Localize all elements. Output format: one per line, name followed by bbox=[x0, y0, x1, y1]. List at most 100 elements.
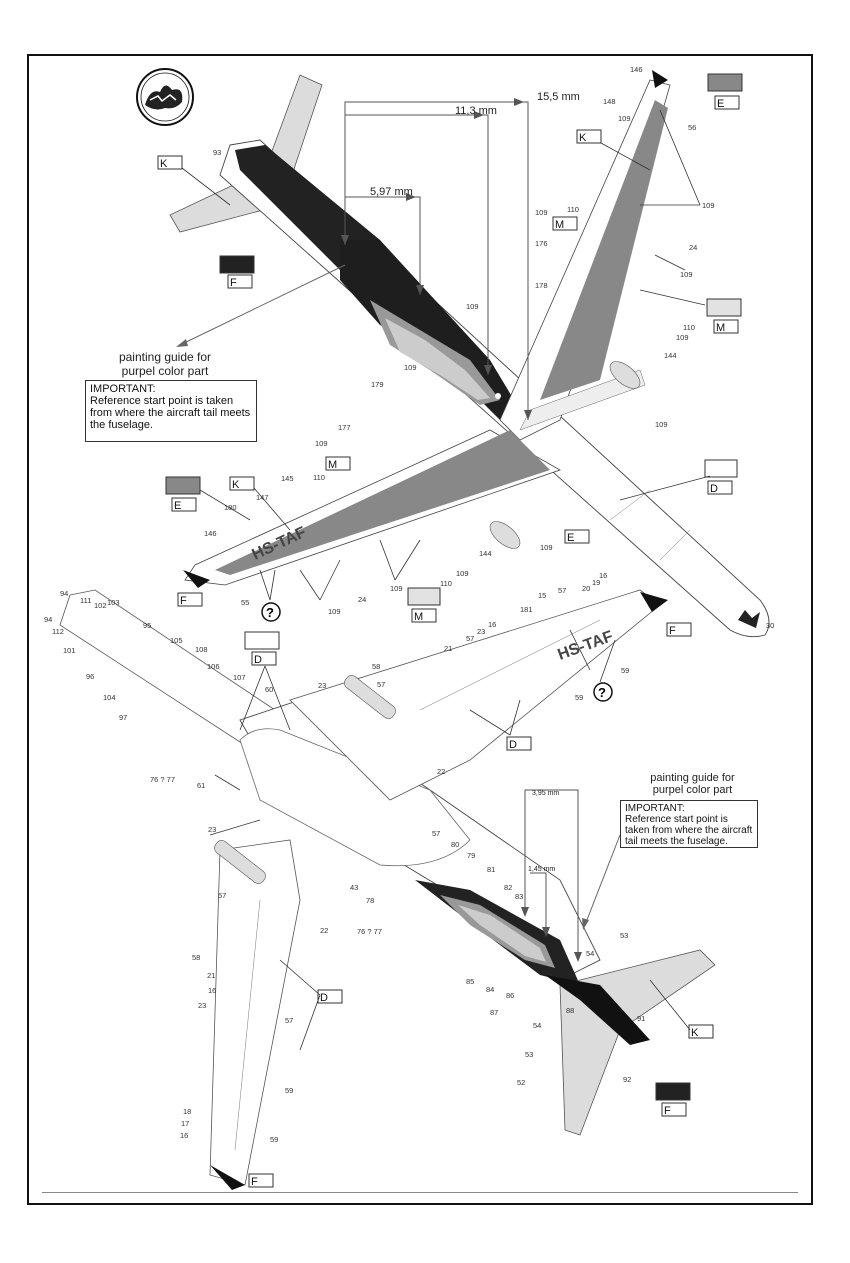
painting-guide-bottom: painting guide for purpel color part bbox=[640, 772, 745, 796]
svg-text:M: M bbox=[414, 611, 423, 623]
svg-text:58: 58 bbox=[372, 662, 380, 671]
svg-text:111: 111 bbox=[80, 596, 91, 605]
svg-text:K: K bbox=[160, 158, 168, 170]
svg-text:D: D bbox=[710, 483, 718, 495]
svg-text:17: 17 bbox=[181, 1119, 189, 1128]
important-top-body: Reference start point is taken from wher… bbox=[90, 395, 251, 431]
svg-text:105: 105 bbox=[170, 636, 183, 645]
svg-text:109: 109 bbox=[618, 114, 631, 123]
svg-text:147: 147 bbox=[256, 493, 269, 502]
svg-text:109: 109 bbox=[404, 363, 417, 372]
svg-text:82: 82 bbox=[504, 883, 512, 892]
svg-text:78: 78 bbox=[366, 896, 374, 905]
svg-text:110: 110 bbox=[567, 205, 579, 214]
svg-text:?: ? bbox=[266, 605, 274, 620]
svg-text:88: 88 bbox=[566, 1006, 574, 1015]
svg-text:81: 81 bbox=[487, 865, 495, 874]
svg-text:60: 60 bbox=[265, 685, 273, 694]
svg-text:M: M bbox=[328, 459, 337, 471]
svg-text:54: 54 bbox=[586, 949, 594, 958]
svg-text:80: 80 bbox=[451, 840, 459, 849]
svg-text:19: 19 bbox=[592, 578, 600, 587]
svg-text:109: 109 bbox=[680, 270, 693, 279]
svg-text:109: 109 bbox=[540, 543, 553, 552]
svg-text:F: F bbox=[251, 1176, 258, 1188]
svg-text:109: 109 bbox=[315, 439, 328, 448]
svg-text:144: 144 bbox=[664, 351, 677, 360]
svg-text:21: 21 bbox=[207, 971, 215, 980]
svg-text:109: 109 bbox=[328, 607, 341, 616]
guide-arrow-top bbox=[179, 264, 346, 346]
svg-text:K: K bbox=[691, 1027, 699, 1039]
svg-text:86: 86 bbox=[506, 991, 514, 1000]
svg-text:109: 109 bbox=[390, 584, 403, 593]
svg-text:15: 15 bbox=[538, 591, 546, 600]
svg-text:59: 59 bbox=[575, 693, 583, 702]
svg-text:57: 57 bbox=[432, 829, 440, 838]
svg-text:97: 97 bbox=[119, 713, 127, 722]
svg-text:52: 52 bbox=[517, 1078, 525, 1087]
svg-text:144: 144 bbox=[479, 549, 492, 558]
svg-text:K: K bbox=[232, 479, 240, 491]
svg-text:109: 109 bbox=[535, 208, 548, 217]
svg-text:16: 16 bbox=[488, 620, 496, 629]
svg-text:23: 23 bbox=[198, 1001, 206, 1010]
svg-text:D: D bbox=[254, 654, 262, 666]
svg-text:104: 104 bbox=[103, 693, 116, 702]
dimension-1-45: 1,45 mm bbox=[528, 866, 555, 873]
svg-text:145: 145 bbox=[281, 474, 294, 483]
svg-text:53: 53 bbox=[620, 931, 628, 940]
svg-text:106: 106 bbox=[207, 662, 220, 671]
dimension-lines-bottom bbox=[524, 789, 579, 960]
color-key-letters: E K K F M M M D E K E F M F D D D K F F bbox=[160, 98, 725, 1188]
dimension-arrowheads-top bbox=[341, 98, 532, 420]
svg-text:146: 146 bbox=[204, 529, 217, 538]
svg-text:112: 112 bbox=[52, 627, 64, 636]
svg-text:61: 61 bbox=[197, 781, 205, 790]
guide-bottom-line2: purpel color part bbox=[652, 784, 733, 796]
important-bottom-body: Reference start point is taken from wher… bbox=[625, 814, 753, 847]
svg-text:E: E bbox=[174, 500, 181, 512]
footer-rule bbox=[42, 1192, 798, 1193]
svg-text:43: 43 bbox=[350, 883, 358, 892]
svg-text:57: 57 bbox=[377, 680, 385, 689]
important-bottom-title: IMPORTANT: bbox=[625, 803, 685, 814]
guide-top-line2: purpel color part bbox=[121, 364, 209, 378]
svg-text:107: 107 bbox=[233, 673, 246, 682]
svg-text:F: F bbox=[180, 595, 187, 607]
svg-text:179: 179 bbox=[371, 380, 384, 389]
svg-text:D: D bbox=[509, 739, 517, 751]
svg-text:93: 93 bbox=[213, 148, 221, 157]
svg-text:22: 22 bbox=[320, 926, 328, 935]
top-view-aircraft bbox=[169, 70, 770, 638]
guide-bottom-line1: painting guide for bbox=[650, 772, 735, 784]
svg-text:181: 181 bbox=[520, 605, 533, 614]
svg-text:23: 23 bbox=[477, 627, 485, 636]
color-key-flags bbox=[157, 73, 743, 1188]
dimension-lines-top bbox=[344, 101, 529, 420]
svg-text:54: 54 bbox=[533, 1021, 541, 1030]
svg-text:109: 109 bbox=[702, 201, 715, 210]
dimension-3-95: 3,95 mm bbox=[532, 790, 559, 797]
svg-text:79: 79 bbox=[467, 851, 475, 860]
important-top-title: IMPORTANT: bbox=[90, 383, 156, 395]
svg-text:18: 18 bbox=[183, 1107, 191, 1116]
svg-text:M: M bbox=[555, 219, 564, 231]
svg-text:110: 110 bbox=[313, 473, 325, 482]
svg-text:109: 109 bbox=[676, 333, 689, 342]
svg-text:110: 110 bbox=[440, 579, 452, 588]
svg-text:57: 57 bbox=[285, 1016, 293, 1025]
svg-text:56: 56 bbox=[688, 123, 696, 132]
svg-text:177: 177 bbox=[338, 423, 351, 432]
svg-text:57: 57 bbox=[218, 891, 226, 900]
svg-text:101: 101 bbox=[63, 646, 76, 655]
unknown-markers: ? ? bbox=[261, 602, 613, 702]
svg-text:178: 178 bbox=[535, 281, 548, 290]
svg-text:92: 92 bbox=[623, 1075, 631, 1084]
svg-text:76 ? 77: 76 ? 77 bbox=[357, 927, 382, 936]
svg-text:108: 108 bbox=[195, 645, 208, 654]
svg-text:53: 53 bbox=[525, 1050, 533, 1059]
dimension-arrowheads-bottom bbox=[521, 907, 582, 962]
dimension-11-3: 11,3 mm bbox=[455, 105, 497, 117]
